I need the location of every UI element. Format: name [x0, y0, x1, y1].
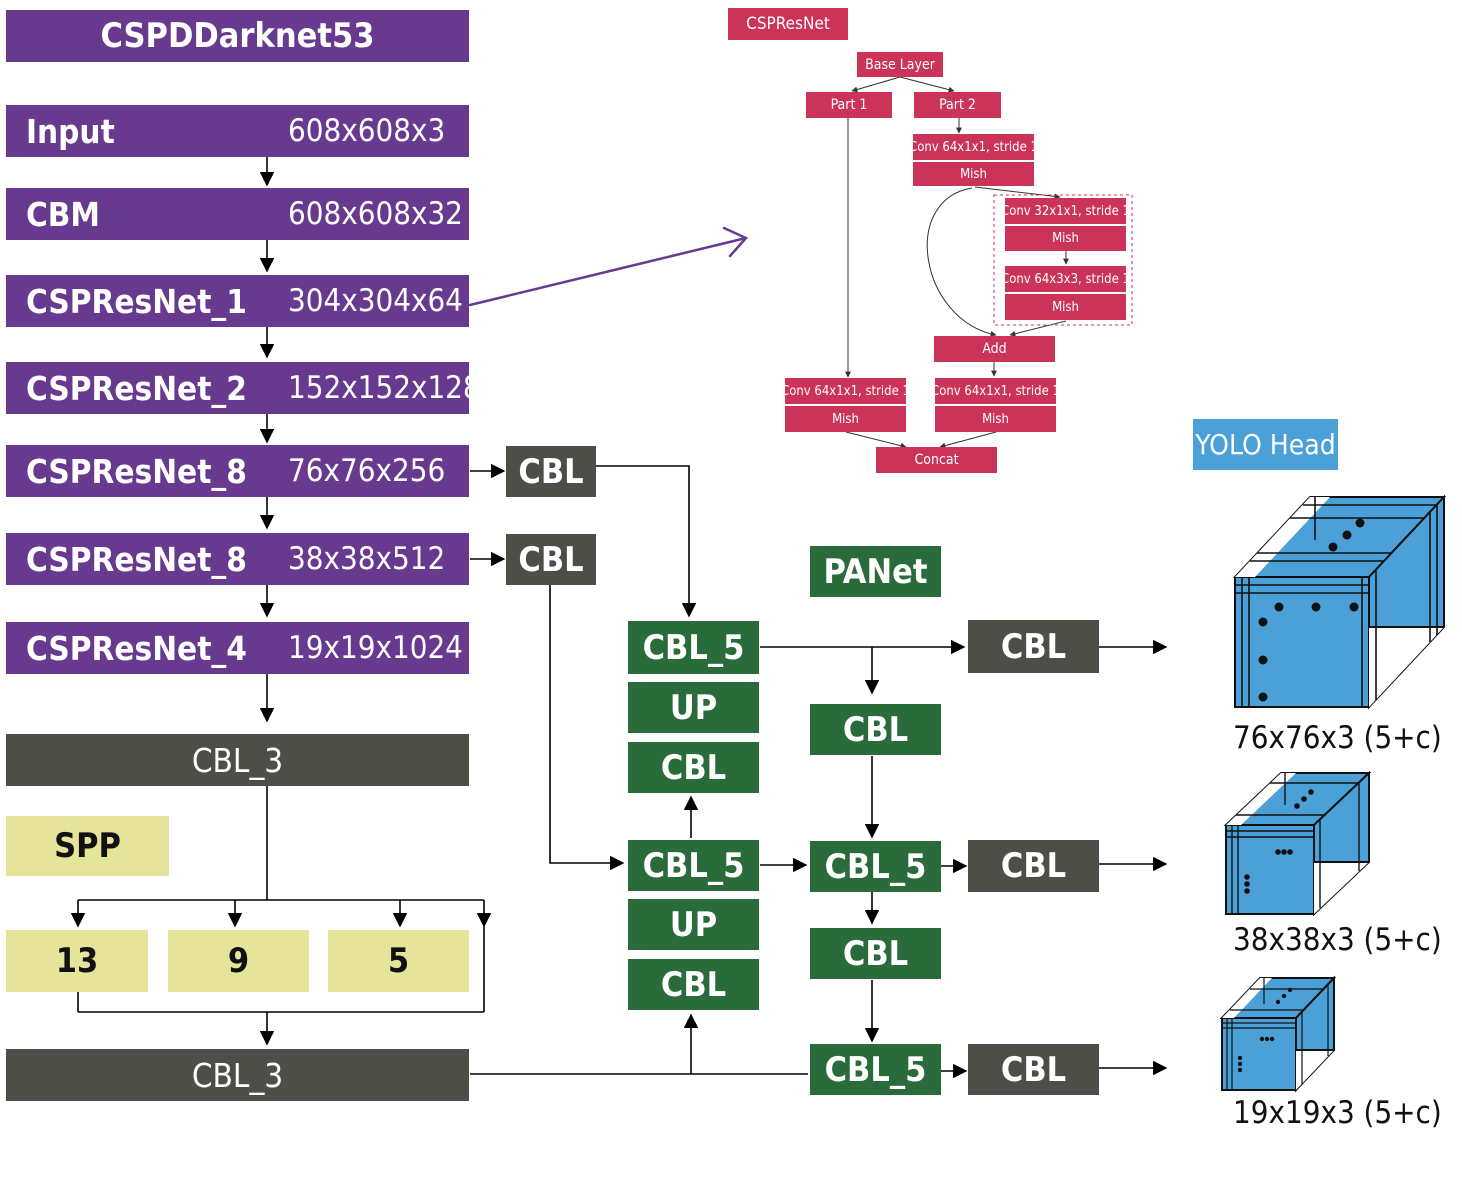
cbl3-bottom: CBL_3 [6, 1049, 469, 1101]
panet-col2-cbl-b: CBL [810, 928, 941, 979]
panet-col2-cbl-a: CBL [810, 704, 941, 755]
backbone-row-cspresnet-2: CSPResNet_2 152x152x128 [6, 362, 481, 414]
panet-col2-cbl5-b: CBL_5 [810, 1044, 941, 1095]
backbone-row-cspresnet-1: CSPResNet_1 304x304x64 [6, 275, 469, 327]
cspresnet-conv-e: Conv 64x1x1, stride 1 [931, 378, 1060, 404]
yolo-output-medium: 38x38x3 (5+c) [1233, 922, 1442, 958]
spp-title: SPP [6, 816, 169, 876]
cspresnet-conv-c: Conv 64x3x3, stride 1 [1001, 266, 1130, 292]
cspresnet-mish-c: Mish [1005, 294, 1126, 320]
spp-kernel-5: 5 [328, 930, 469, 992]
backbone-row-dim: 608x608x32 [288, 196, 463, 232]
yolo-head-title: YOLO Head [1193, 419, 1338, 470]
cspresnet-concat: Concat [876, 447, 997, 473]
spp-kernel-13: 13 [6, 930, 148, 992]
spp-kernel-9: 9 [168, 930, 309, 992]
out-cbl-medium: CBL [968, 840, 1099, 892]
backbone-row-cbm: CBM 608x608x32 [6, 188, 469, 240]
out-cbl-large: CBL [968, 620, 1099, 673]
out-cbl-small: CBL [968, 1044, 1099, 1095]
cspresnet-conv-d: Conv 64x1x1, stride 1 [781, 378, 910, 404]
backbone-row-name: Input [26, 111, 115, 151]
cspresnet-part2: Part 2 [914, 92, 1001, 118]
backbone-row-cspresnet-8b: CSPResNet_8 38x38x512 [6, 533, 469, 585]
backbone-row-name: CSPResNet_1 [26, 281, 247, 321]
yolo-output-small: 19x19x3 (5+c) [1233, 1095, 1442, 1131]
cspresnet-detail-title: CSPResNet [728, 8, 848, 40]
backbone-row-dim: 19x19x1024 [288, 630, 463, 666]
backbone-row-dim: 76x76x256 [288, 453, 446, 489]
backbone-row-cspresnet-8a: CSPResNet_8 76x76x256 [6, 445, 469, 497]
panet-col1-cbl-b: CBL [628, 959, 759, 1010]
cspresnet-conv-a: Conv 64x1x1, stride 1 [909, 134, 1038, 160]
yolo-cube-medium [1223, 770, 1372, 917]
backbone-row-name: CSPResNet_8 [26, 451, 247, 491]
backbone-title: CSPDDarknet53 [6, 10, 469, 62]
yolo-cube-large [1232, 494, 1447, 710]
cspresnet-mish-d: Mish [785, 406, 906, 432]
backbone-row-name: CSPResNet_4 [26, 628, 247, 668]
backbone-row-cspresnet-4: CSPResNet_4 19x19x1024 [6, 622, 469, 674]
panet-col1-up-b: UP [628, 899, 759, 950]
backbone-row-name: CSPResNet_8 [26, 539, 247, 579]
yolo-cube-small [1219, 975, 1337, 1093]
panet-col1-cbl-a: CBL [628, 742, 759, 793]
panet-col1-cbl5-b: CBL_5 [628, 840, 759, 891]
cspresnet-conv-b: Conv 32x1x1, stride 1 [1001, 198, 1130, 224]
side-cbl-bottom: CBL [506, 534, 596, 585]
panet-title: PANet [810, 546, 941, 597]
cspresnet-part1: Part 1 [806, 92, 892, 118]
cbl3-top: CBL_3 [6, 734, 469, 786]
cspresnet-mish-b: Mish [1005, 226, 1126, 251]
cspresnet-mish-a: Mish [913, 162, 1034, 186]
panet-col1-up-a: UP [628, 682, 759, 733]
backbone-row-dim: 152x152x128 [288, 370, 481, 406]
backbone-row-name: CBM [26, 194, 100, 234]
cspresnet-base-layer: Base Layer [857, 52, 943, 77]
backbone-row-dim: 608x608x3 [288, 113, 446, 149]
backbone-row-name: CSPResNet_2 [26, 368, 247, 408]
panet-col1-cbl5-a: CBL_5 [628, 621, 759, 674]
backbone-row-dim: 304x304x64 [288, 283, 463, 319]
backbone-row-dim: 38x38x512 [288, 541, 446, 577]
side-cbl-top: CBL [506, 446, 596, 497]
cspresnet-add: Add [934, 336, 1055, 362]
cspresnet-mish-e: Mish [935, 406, 1056, 432]
backbone-row-input: Input 608x608x3 [6, 105, 469, 157]
yolo-output-large: 76x76x3 (5+c) [1233, 720, 1442, 756]
panet-col2-cbl5-a: CBL_5 [810, 841, 941, 892]
